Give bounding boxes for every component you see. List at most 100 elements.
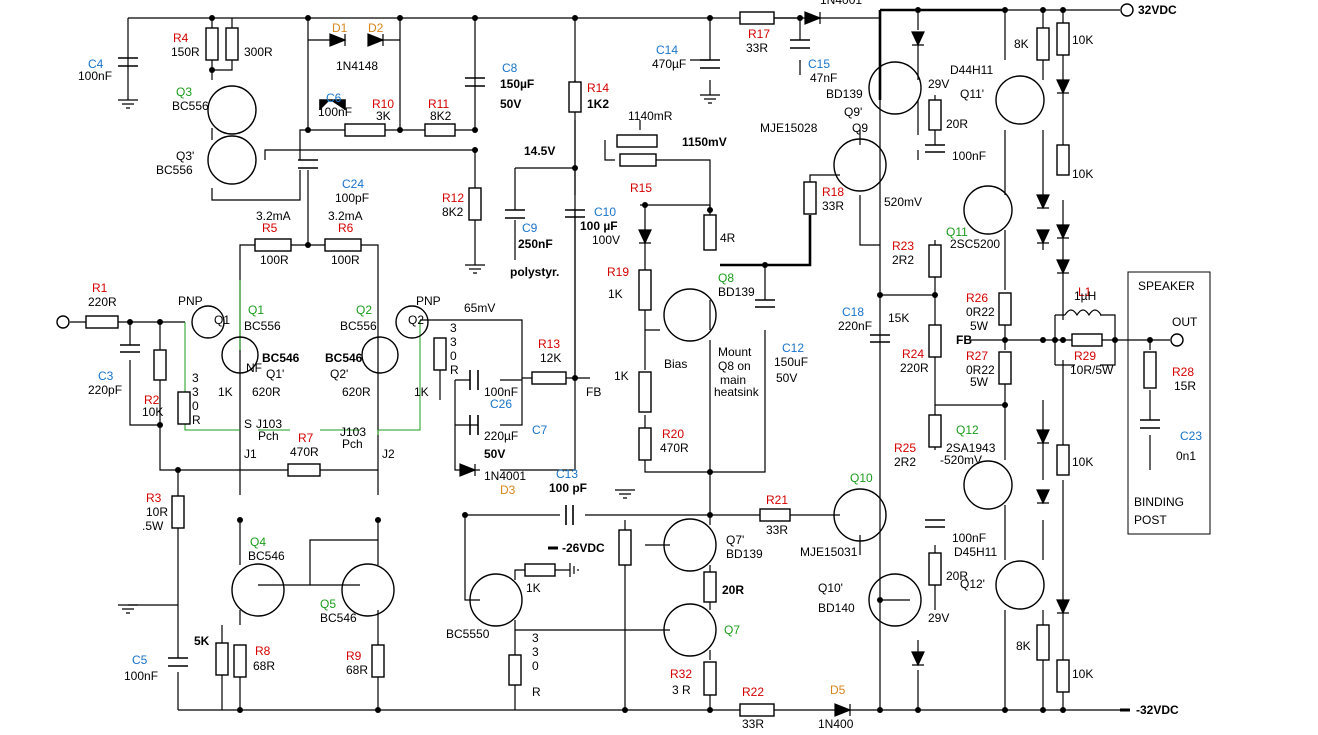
label-r6v: 100R (331, 253, 360, 267)
label-m2: Q8 on (718, 359, 751, 373)
label-q1v: BC556 (244, 319, 281, 333)
label-q8v: BD139 (718, 285, 755, 299)
label-c13: C13 (556, 467, 578, 481)
label-r19v: 1K (608, 287, 623, 301)
label-r620b: 620R (342, 385, 371, 399)
label-r6: R6 (338, 221, 354, 235)
label-r23v: 2R2 (892, 253, 914, 267)
rail-neg26-label: -26VDC (562, 541, 605, 555)
label-r22v: 33R (742, 717, 764, 731)
label-bc5550: BC5550 (446, 627, 490, 641)
label-r20r: 20R (946, 117, 968, 131)
label-r10kc: 10K (1072, 455, 1093, 469)
label-c4: C4 (88, 57, 104, 71)
label-q3p: Q3' (176, 149, 194, 163)
label-j103b: J103 (340, 425, 366, 439)
label-r330h: R (450, 363, 459, 377)
label-l1: L1 (1078, 285, 1092, 299)
label-c3v: 220pF (88, 383, 122, 397)
label-r2: R2 (144, 393, 160, 407)
label-c6v: 100nF (318, 105, 352, 119)
label-r8kb: 8K (1016, 639, 1031, 653)
label-d5: D5 (830, 683, 846, 697)
label-r13v: 12K (540, 351, 561, 365)
label-q9v: BD139 (826, 87, 863, 101)
label-j1: J1 (244, 447, 257, 461)
label-r4v: 150R (171, 45, 200, 59)
label-r25: R25 (894, 441, 916, 455)
label-polys: polystyr. (510, 265, 559, 279)
label-r12v: 8K2 (442, 205, 464, 219)
label-r10v: 3K (376, 109, 391, 123)
label-r22: R22 (742, 685, 764, 699)
label-q4: Q4 (250, 535, 266, 549)
label-r21: R21 (766, 493, 788, 507)
label-mv65: 65mV (464, 301, 495, 315)
label-r620a: 620R (252, 385, 281, 399)
label-bias: Bias (664, 357, 687, 371)
label-r10kb: 10K (1072, 167, 1093, 181)
label-c10: C10 (594, 205, 616, 219)
label-r19: R19 (607, 265, 629, 279)
label-r12: R12 (442, 191, 464, 205)
label-r17v: 33R (746, 41, 768, 55)
label-r4r: 4R (720, 231, 736, 245)
label-q12v: 2SA1943 (946, 441, 996, 455)
label-d12v: 1N4148 (336, 59, 378, 73)
resistors (85, 11, 1157, 717)
label-r330k: 0 (532, 659, 539, 673)
transistors (191, 61, 1045, 657)
label-pnp2: PNP (416, 294, 441, 308)
label-q1pv: BC546 (262, 351, 300, 365)
label-d45: D45H11 (954, 545, 997, 559)
label-d3: D3 (500, 483, 516, 497)
label-c12: C12 (782, 341, 804, 355)
label-r32v: 3 R (672, 683, 691, 697)
label-c8: C8 (502, 61, 518, 75)
label-c12v: 150uF (774, 355, 808, 369)
label-r10: R10 (372, 97, 394, 111)
label-s1: S (244, 417, 252, 431)
label-r10ka: 10K (1072, 33, 1093, 47)
label-q11p: Q11' (960, 87, 984, 101)
label-c9: C9 (522, 221, 538, 235)
label-j2: J2 (382, 447, 395, 461)
label-d2: D2 (368, 21, 384, 35)
label-c10v: 100 µF (580, 219, 618, 233)
label-r11v: 8K2 (430, 109, 452, 123)
label-q11v: 2SC5200 (950, 237, 1000, 251)
label-c5v: 100nF (124, 669, 158, 683)
label-r14: R14 (587, 81, 609, 95)
label-c23: C23 (1180, 429, 1202, 443)
label-r7v: 470R (290, 445, 319, 459)
label-i2: 3.2mA (328, 209, 363, 223)
label-pch2: Pch (342, 437, 363, 451)
label-d1: D1 (332, 21, 348, 35)
label-c8v: 150µF (500, 77, 534, 91)
label-c4v: 100nF (78, 69, 112, 83)
label-q9: Q9' (844, 105, 862, 119)
label-mv1140: 1140mR (628, 109, 673, 123)
label-r20rc: 20R (722, 583, 744, 597)
label-r330a: 3 (192, 371, 199, 385)
label-r8k: 8K (1014, 37, 1029, 51)
label-r330c: 0 (192, 399, 199, 413)
label-q10: Q10 (850, 471, 873, 485)
label-fb2: FB (956, 333, 972, 347)
diodes (329, 11, 1070, 717)
label-c13v: 100 pF (549, 481, 587, 495)
label-r18: R18 (822, 185, 844, 199)
misc-symbols (56, 3, 1211, 712)
label-r15: R15 (630, 181, 652, 195)
label-r330g: 0 (450, 349, 457, 363)
label-r26: R26 (966, 291, 988, 305)
label-r8v: 68R (253, 659, 275, 673)
label-mv1150: 1150mV (682, 135, 727, 149)
label-p1k: 1K (614, 369, 629, 383)
label-q8: Q8 (718, 271, 734, 285)
label-r27: R27 (966, 349, 988, 363)
label-q1: Q1 (248, 303, 264, 317)
label-r17: R17 (748, 27, 770, 41)
label-q9b: Q9 (852, 121, 868, 135)
